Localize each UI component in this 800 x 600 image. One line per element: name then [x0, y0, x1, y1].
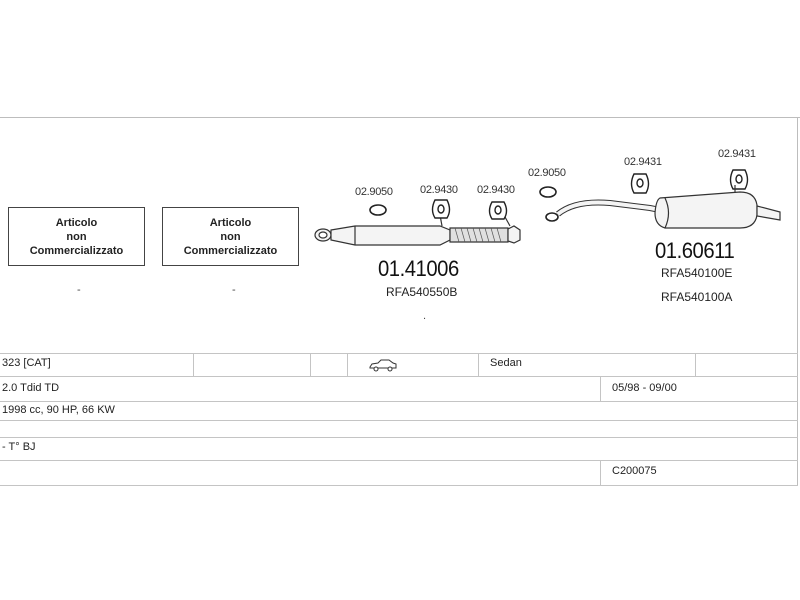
- body-type-value: Sedan: [490, 357, 522, 369]
- table-row-empty: [0, 421, 798, 438]
- engine-value: 2.0 Tdid TD: [2, 382, 60, 394]
- specs-value: 1998 cc, 90 HP, 66 KW: [2, 404, 115, 416]
- model-value: 323 [CAT]: [2, 357, 51, 369]
- car-icon: [368, 358, 398, 377]
- accessory-code-rear-3: 02.9431: [718, 148, 756, 160]
- part-ref-rear-1: RFA540100E: [661, 266, 733, 280]
- rubber-mounts: [431, 169, 749, 220]
- flex-section: [449, 227, 509, 243]
- not-available-box-1: Articolo non Commercializzato: [8, 207, 145, 266]
- catalog-code-value: C200075: [612, 465, 657, 477]
- accessory-code-front-3: 02.9430: [477, 184, 515, 196]
- table-row-engine: 2.0 Tdid TD 05/98 - 09/00: [0, 377, 798, 402]
- col-divider: [478, 354, 479, 376]
- part-ref-front: RFA540550B: [386, 285, 458, 299]
- col-divider: [310, 354, 311, 376]
- front-pipe-drawing: [314, 214, 521, 246]
- gasket-ring-1: [369, 204, 387, 216]
- accessory-code-rear-1: 02.9050: [528, 167, 566, 179]
- front-pipe-body: [330, 225, 451, 246]
- table-row-specs: 1998 cc, 90 HP, 66 KW: [0, 402, 798, 421]
- accessory-code-rear-2: 02.9431: [624, 156, 662, 168]
- gasket-ring-2: [539, 186, 557, 198]
- tail-pipe: [756, 205, 781, 221]
- accessory-code-front-1: 02.9050: [355, 186, 393, 198]
- rear-silencer-drawing: [556, 185, 781, 229]
- part-ref-rear-2: RFA540100A: [661, 290, 733, 304]
- col-divider: [695, 354, 696, 376]
- na-line3: Commercializzato: [183, 244, 278, 257]
- rear-flange: [507, 225, 521, 244]
- period-value: 05/98 - 09/00: [612, 382, 677, 394]
- dash-2: -: [232, 284, 236, 296]
- not-available-box-2: Articolo non Commercializzato: [162, 207, 299, 266]
- table-row-model: 323 [CAT] Sedan: [0, 354, 798, 377]
- na-line1: Articolo: [209, 216, 252, 229]
- part-number-front: 01.41006: [378, 256, 459, 281]
- right-border: [797, 117, 798, 485]
- part-number-rear: 01.60611: [655, 238, 735, 263]
- col-divider: [193, 354, 194, 376]
- front-dot: .: [423, 310, 427, 322]
- col-divider: [600, 461, 601, 485]
- accessory-code-front-2: 02.9430: [420, 184, 458, 196]
- table-spacer-row: [0, 333, 798, 354]
- silencer-body: [654, 191, 758, 229]
- top-border: [0, 117, 800, 118]
- dash-1: -: [77, 284, 81, 296]
- col-divider: [347, 354, 348, 376]
- na-line3: Commercializzato: [29, 244, 124, 257]
- rear-inlet-flange: [545, 212, 559, 222]
- table-row-note: - T° BJ: [0, 438, 798, 461]
- na-line2: non: [66, 230, 87, 243]
- note-value: - T° BJ: [2, 441, 36, 453]
- col-divider: [600, 377, 601, 401]
- na-line1: Articolo: [55, 216, 98, 229]
- na-line2: non: [220, 230, 241, 243]
- table-row-code: C200075: [0, 461, 798, 486]
